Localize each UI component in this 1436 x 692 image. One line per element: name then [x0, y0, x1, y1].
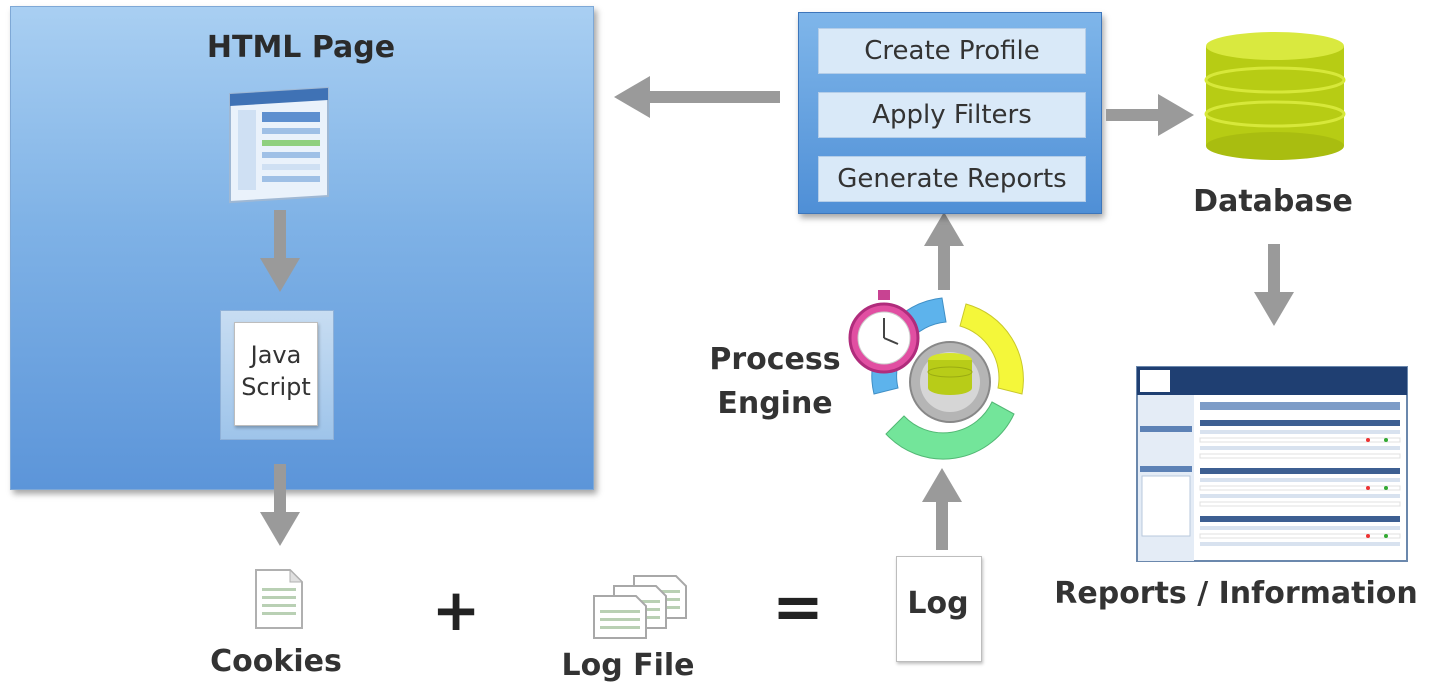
- process-engine-line1: Process: [709, 342, 841, 377]
- cookie-document-icon: [255, 568, 304, 629]
- arrow-down-icon: [1254, 244, 1294, 326]
- javascript-label-line1: Java: [250, 341, 302, 369]
- arrow-right-icon: [1106, 94, 1194, 136]
- arrow-down-icon: [260, 210, 300, 292]
- process-engine-label: Process Engine: [700, 338, 850, 426]
- log-document-icon: [896, 556, 982, 662]
- javascript-label-line2: Script: [241, 373, 311, 401]
- generate-reports-item: Generate Reports: [818, 156, 1086, 202]
- log-file-label: Log File: [561, 648, 695, 683]
- plus-operator: +: [431, 576, 481, 644]
- process-engine-icon: [848, 290, 1024, 460]
- apply-filters-item: Apply Filters: [818, 92, 1086, 138]
- html-page-title: HTML Page: [206, 30, 396, 65]
- arrow-up-icon: [922, 468, 962, 550]
- log-file-stack-icon: [593, 575, 687, 639]
- cookies-label: Cookies: [210, 644, 342, 679]
- reports-screenshot-icon: [1136, 366, 1408, 562]
- equals-operator: =: [772, 570, 824, 643]
- create-profile-item: Create Profile: [818, 28, 1086, 74]
- database-icon: [1204, 32, 1346, 160]
- arrow-down-icon: [260, 464, 300, 546]
- javascript-document-icon: Java Script: [234, 322, 318, 426]
- reports-label: Reports / Information: [1054, 576, 1418, 611]
- arrow-left-icon: [614, 76, 780, 118]
- browser-window-icon: [229, 86, 329, 204]
- database-label: Database: [1193, 184, 1353, 219]
- log-label: Log: [907, 586, 969, 621]
- arrow-up-icon: [924, 212, 964, 290]
- process-engine-line2: Engine: [717, 386, 833, 421]
